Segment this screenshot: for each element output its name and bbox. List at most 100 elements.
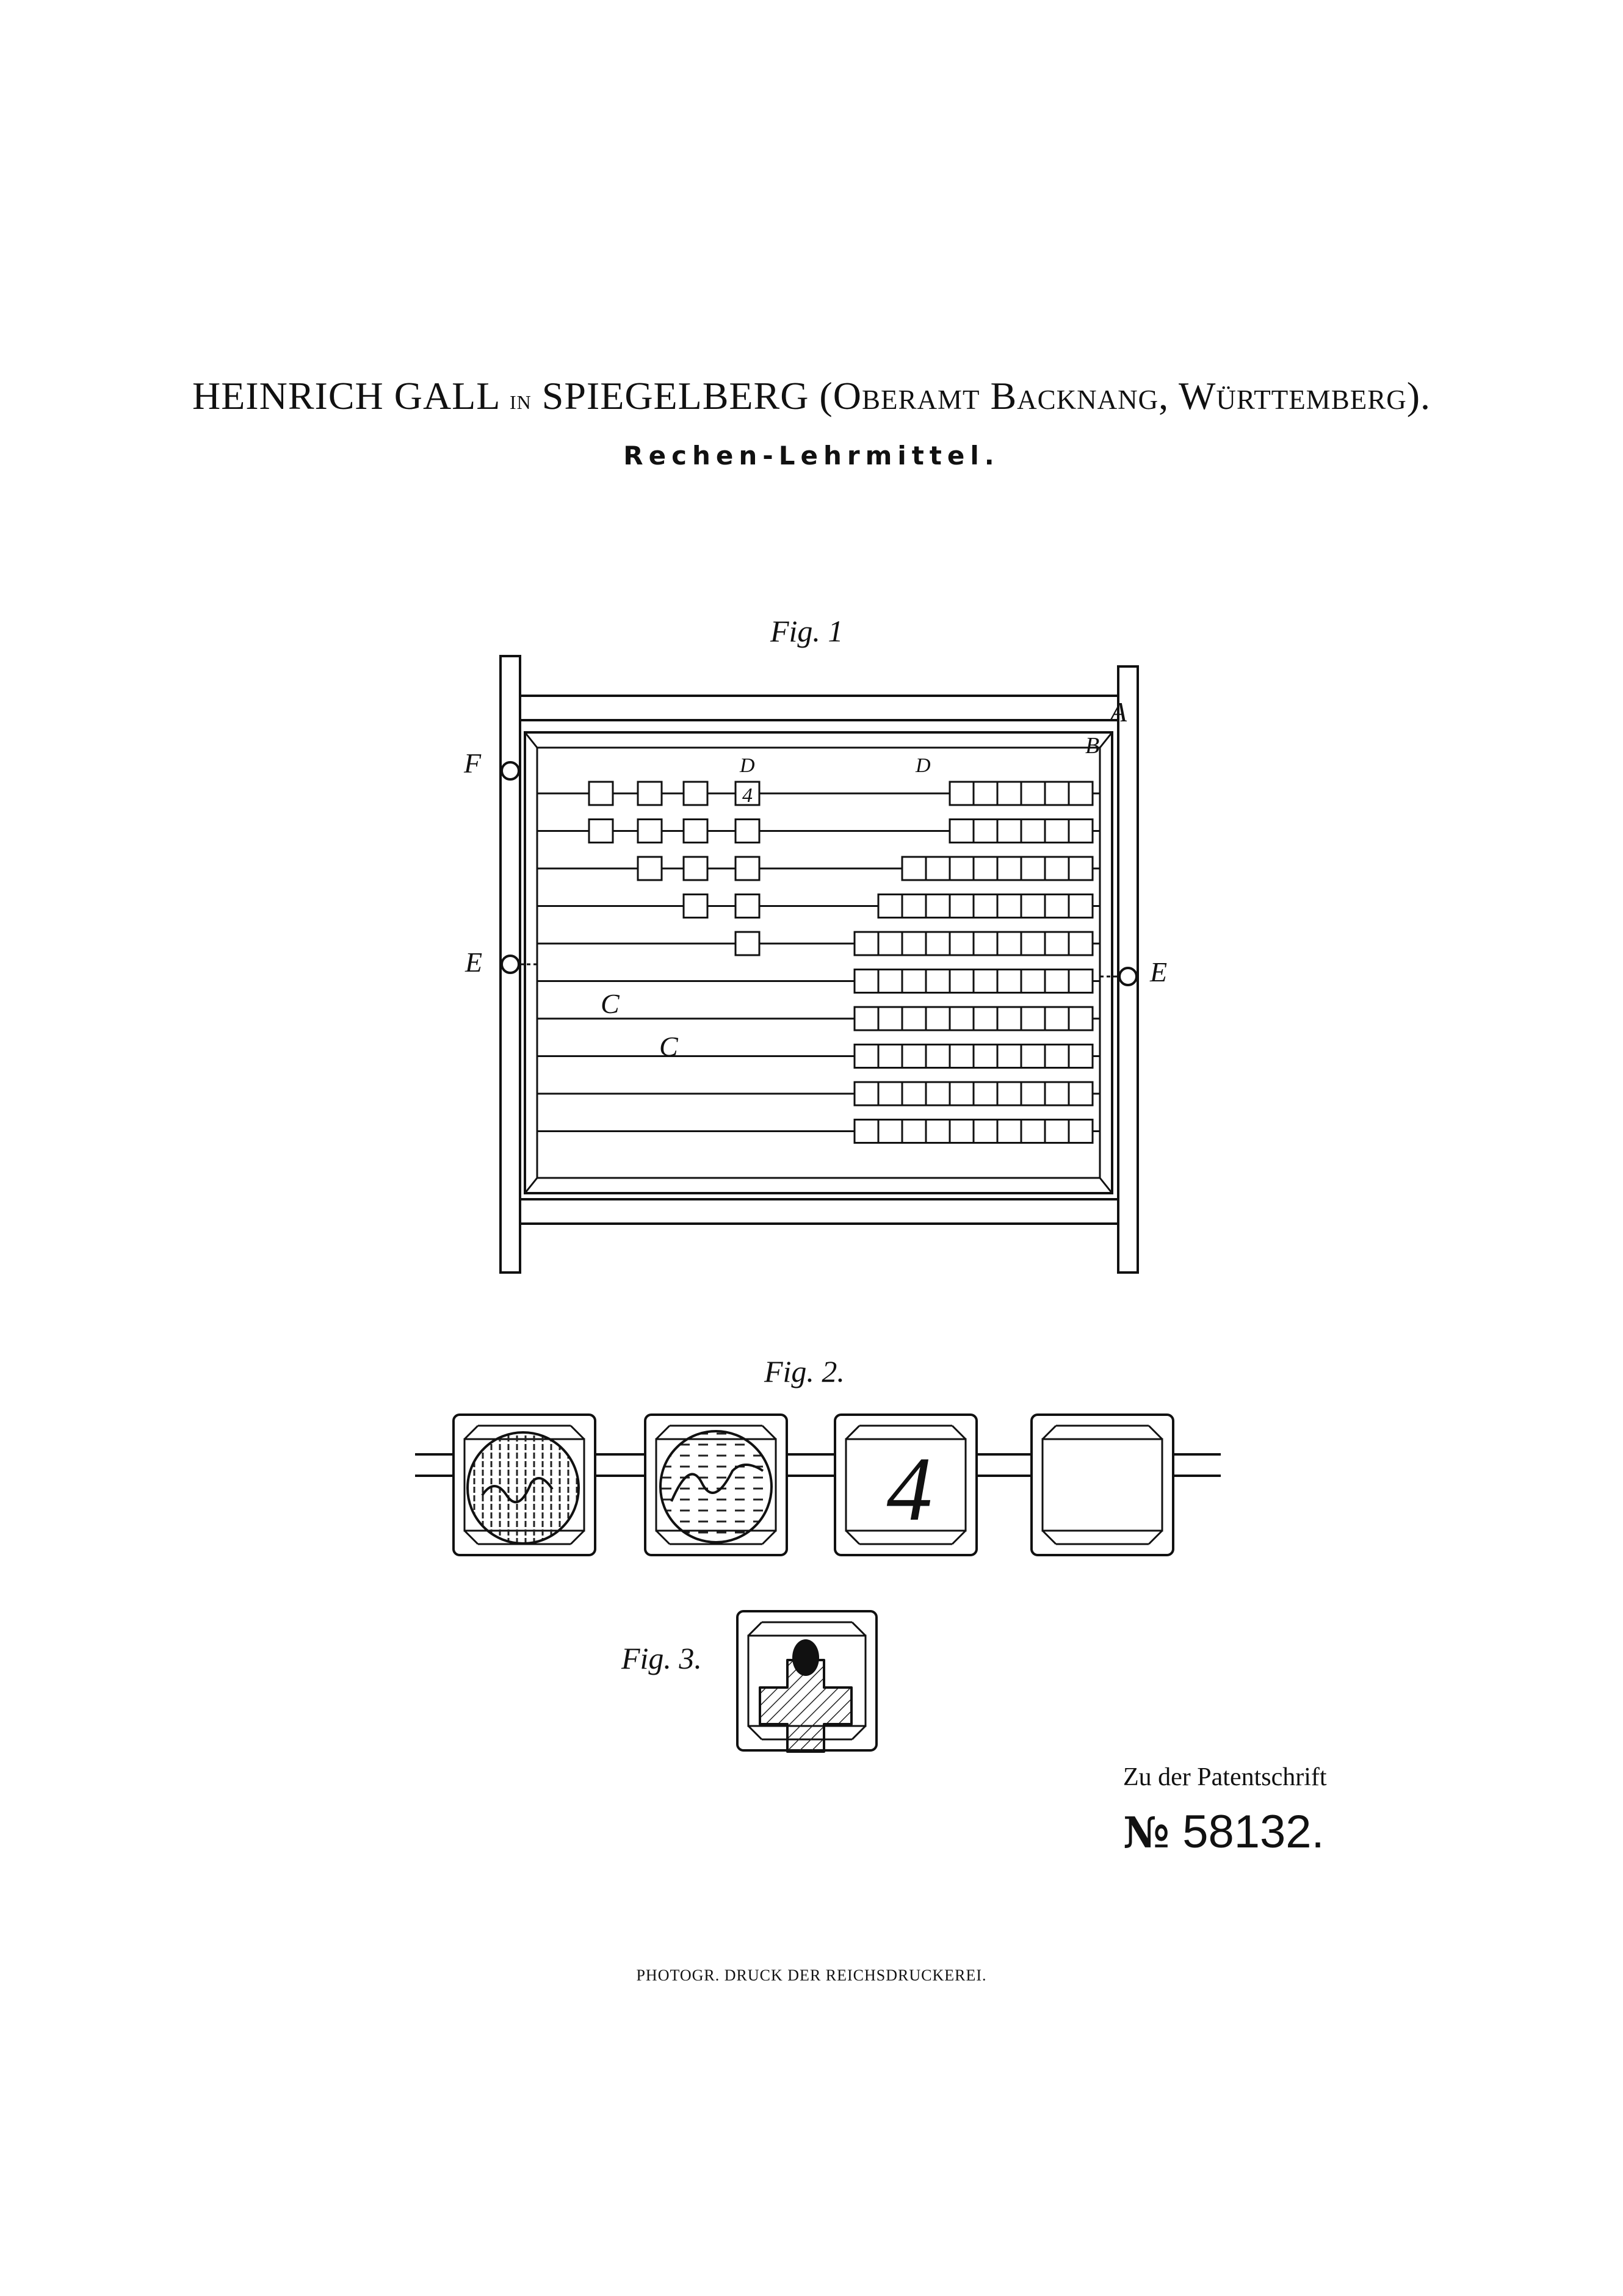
abacus-bead [1020, 1081, 1046, 1106]
patent-header-title: HEINRICH GALL in SPIEGELBERG (Oberamt Ba… [0, 374, 1623, 419]
fig1-abacus: 4 [499, 655, 1139, 1274]
bevel-edge [1148, 1424, 1163, 1440]
fig2-label: Fig. 2. [764, 1354, 845, 1388]
fig1-label: Fig. 1 [770, 614, 844, 648]
abacus-bead [853, 1119, 880, 1144]
ref-letter-d2: D [916, 754, 931, 777]
abacus-bead [1044, 969, 1070, 994]
abacus-bead [949, 931, 975, 956]
abacus-bead [901, 893, 927, 919]
bevel-edge [463, 1529, 479, 1545]
abacus-bead [1044, 893, 1070, 919]
abacus-bead [1020, 1119, 1046, 1144]
ref-letter-e-right: E [1150, 956, 1168, 987]
bevel-edge [951, 1424, 967, 1440]
bevel-edge [655, 1424, 671, 1440]
abacus-bead [1068, 856, 1094, 881]
abacus-bead [1044, 1006, 1070, 1031]
abacus-bead [972, 818, 999, 843]
fig3-label: Fig. 3. [621, 1641, 702, 1675]
abacus-bead [877, 1119, 903, 1144]
abacus-bead [972, 781, 999, 806]
ref-letter-e-left: E [465, 947, 483, 978]
abacus-bead [996, 856, 1022, 881]
abacus-bead [925, 1044, 951, 1069]
abacus-bead [996, 893, 1022, 919]
abacus-bead [1020, 1006, 1046, 1031]
abacus-bead [901, 1081, 927, 1106]
connector-word: in [509, 384, 532, 415]
abacus-bead [1044, 1081, 1070, 1106]
abacus-bead [877, 1081, 903, 1106]
bevel-edge [655, 1529, 671, 1545]
abacus-bead [996, 969, 1022, 994]
abacus-bead [1020, 969, 1046, 994]
abacus-counter-square [682, 893, 709, 919]
abacus-bead [901, 856, 927, 881]
abacus-bead [877, 931, 903, 956]
abacus-bead [925, 1081, 951, 1106]
abacus-bead [853, 931, 880, 956]
patent-number-value: 58132. [1182, 1806, 1325, 1858]
bevel-edge [747, 1725, 763, 1741]
abacus-bead [901, 969, 927, 994]
abacus-bead [1068, 893, 1094, 919]
abacus-counter-square [637, 818, 663, 843]
bevel-edge [1041, 1424, 1057, 1440]
ref-letter-d1: D [740, 754, 755, 777]
abacus-counter-square [682, 856, 709, 881]
abacus-bead [996, 1081, 1022, 1106]
abacus-bead [901, 1006, 927, 1031]
abacus-bead [996, 781, 1022, 806]
board-inner [536, 746, 1101, 1179]
abacus-bead [1068, 1006, 1094, 1031]
abacus-bead [901, 1044, 927, 1069]
patent-note: Zu der Patentschrift [1123, 1763, 1327, 1791]
abacus-bead [972, 856, 999, 881]
abacus-bead [853, 1044, 880, 1069]
abacus-bead [972, 893, 999, 919]
abacus-bead [949, 1119, 975, 1144]
abacus-counter-square [637, 856, 663, 881]
bevel-edge [851, 1621, 867, 1637]
abacus-bead [1044, 1119, 1070, 1144]
abacus-bead [877, 1006, 903, 1031]
abacus-bead [972, 1119, 999, 1144]
abacus-bead [972, 969, 999, 994]
bevel-edge [569, 1424, 585, 1440]
board-outer [524, 731, 1113, 1194]
abacus-counter-square [637, 781, 663, 806]
abacus-bead [1068, 781, 1094, 806]
abacus-bead [949, 893, 975, 919]
ref-letter-f: F [464, 748, 482, 779]
abacus-bead [1068, 1081, 1094, 1106]
abacus-bead [925, 969, 951, 994]
fig2-block-3 [834, 1413, 978, 1556]
abacus-bead [949, 1044, 975, 1069]
ref-letter-c1: C [601, 988, 620, 1019]
abacus-bead [1044, 818, 1070, 843]
abacus-bead [1044, 931, 1070, 956]
printer-note: PHOTOGR. DRUCK DER REICHSDRUCKEREI. [636, 1966, 987, 1984]
bevel-edge [463, 1424, 479, 1440]
abacus-bead [925, 1006, 951, 1031]
abacus-bead [996, 1044, 1022, 1069]
bevel-edge [747, 1621, 763, 1637]
abacus-bead [1068, 818, 1094, 843]
abacus-bead [925, 1119, 951, 1144]
abacus-counter-square [734, 781, 761, 806]
abacus-bead [1044, 1044, 1070, 1069]
abacus-bead [1020, 1044, 1046, 1069]
abacus-bead [1068, 1119, 1094, 1144]
patent-subtitle: Rechen-Lehrmittel. [623, 441, 1000, 471]
fig2-block-4 [1030, 1413, 1174, 1556]
abacus-bead [1020, 893, 1046, 919]
abacus-counter-square [734, 893, 761, 919]
abacus-bead [901, 1119, 927, 1144]
abacus-counter-square [734, 931, 761, 956]
district-name: (Oberamt Backnang, Württemberg). [819, 374, 1431, 417]
fig3-block [736, 1610, 878, 1753]
abacus-bead [949, 1081, 975, 1106]
bevel-edge [845, 1529, 861, 1545]
